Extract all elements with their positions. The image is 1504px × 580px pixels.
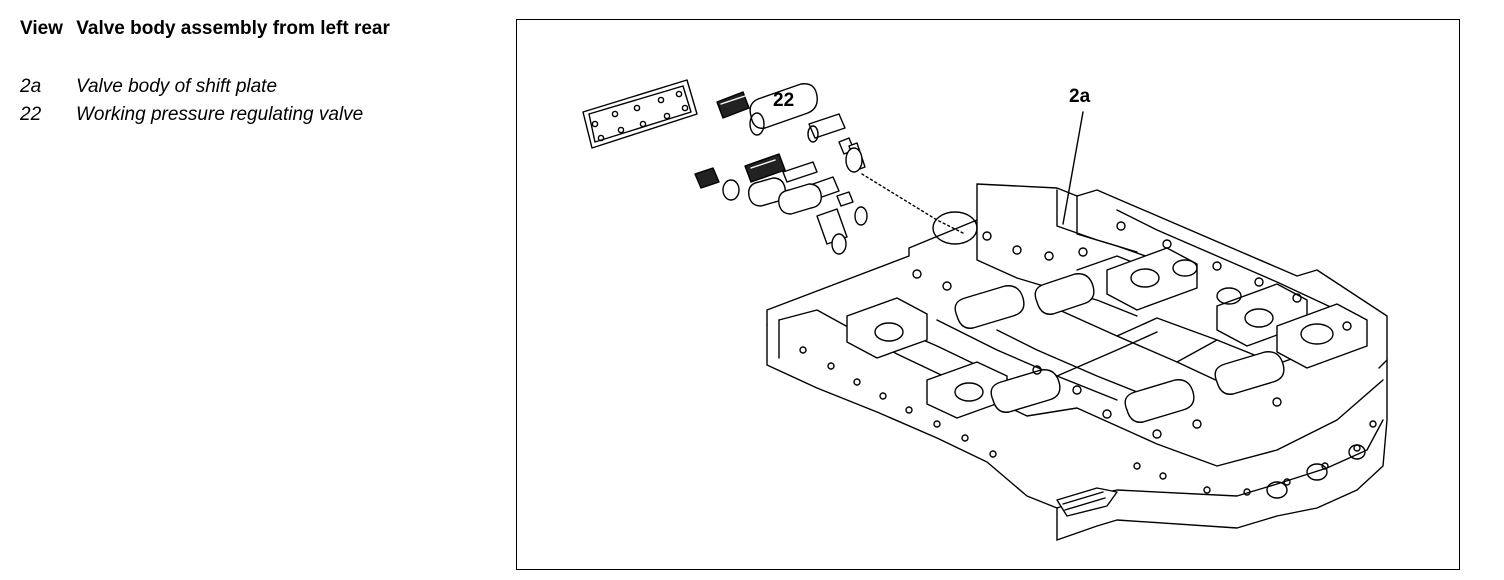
legend-code: 22 bbox=[20, 104, 42, 125]
legend-text: Valve body of shift plate bbox=[76, 76, 278, 97]
working-pressure-regulating-valve bbox=[716, 83, 866, 173]
callout-22: 22 bbox=[773, 90, 794, 111]
valve-bore-seal bbox=[932, 211, 978, 245]
legend-code: 2a bbox=[20, 76, 42, 97]
leader-line-22 bbox=[861, 173, 966, 235]
valve-body-drawing: 22 2a bbox=[582, 79, 1388, 541]
legend-item-22: 22 Working pressure regulating valve bbox=[20, 101, 363, 129]
view-label: View bbox=[20, 18, 63, 39]
cover-plate bbox=[582, 79, 698, 149]
valve-spool-lower bbox=[694, 167, 848, 255]
parts-legend: 2a Valve body of shift plate 22 Working pr… bbox=[20, 73, 363, 129]
legend-text: Working pressure regulating valve bbox=[76, 104, 364, 125]
callout-2a: 2a bbox=[1069, 86, 1091, 107]
valve-body-housing bbox=[766, 183, 1388, 541]
leader-line-2a bbox=[1062, 111, 1084, 225]
page-title: View Valve body assembly from left rear bbox=[20, 18, 390, 40]
view-title: Valve body assembly from left rear bbox=[76, 18, 390, 39]
legend-item-2a: 2a Valve body of shift plate bbox=[20, 73, 363, 101]
exploded-view-figure: 22 2a bbox=[516, 19, 1460, 570]
